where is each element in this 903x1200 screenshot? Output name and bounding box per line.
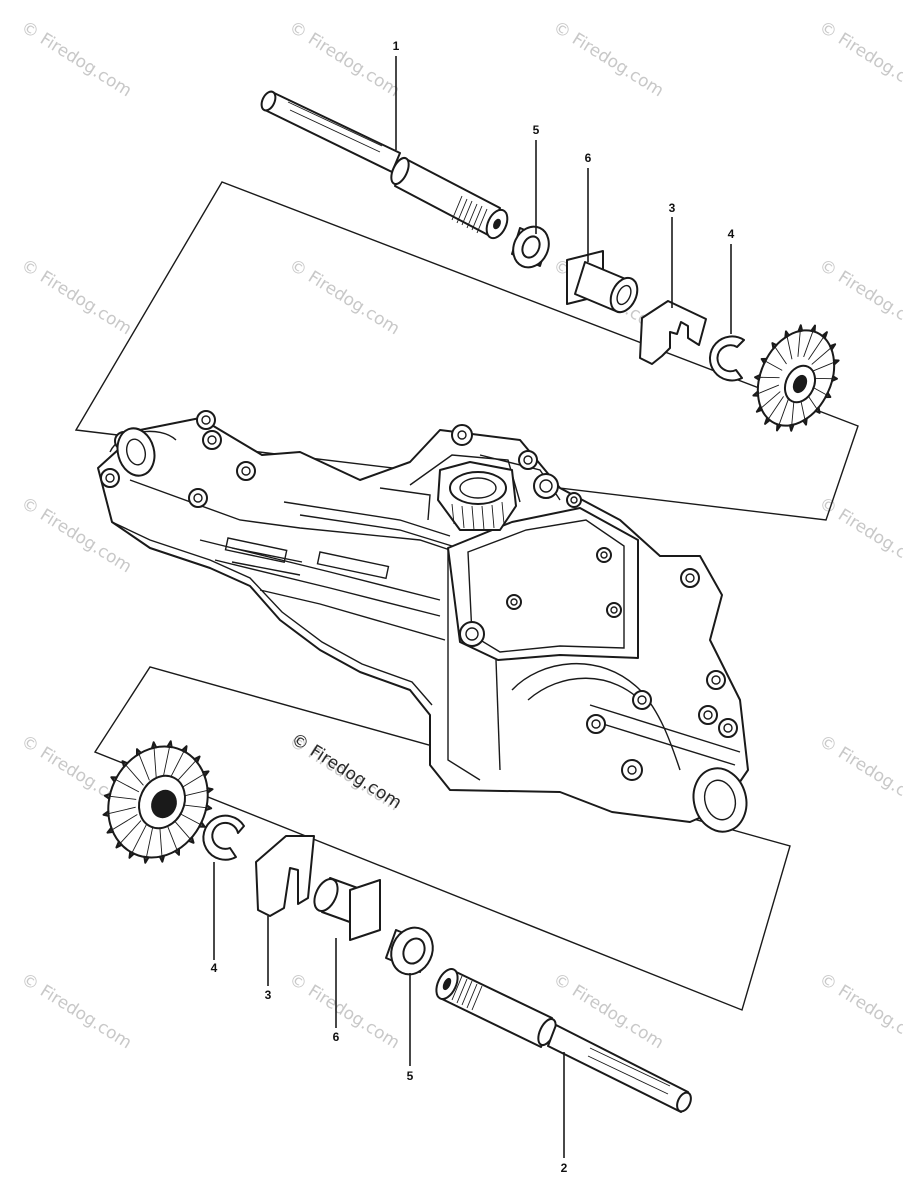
top-flanged-bushing <box>566 250 639 314</box>
gear-tooth-line <box>178 771 209 790</box>
watermark-text: © Firedog.com <box>17 17 135 101</box>
callout-bottom-bushing: 6 <box>333 1030 340 1044</box>
gear-tooth-line <box>811 343 836 365</box>
callout-bottom-clip: 3 <box>265 988 272 1002</box>
gear-tooth-line <box>772 342 787 365</box>
gear-tooth-line <box>116 820 142 848</box>
gear-tooth-line <box>107 814 138 833</box>
gear-tooth-line <box>144 826 154 863</box>
bottom-ring-bearing <box>385 926 434 976</box>
gear-tooth-line <box>785 331 793 360</box>
transaxle-housing <box>97 410 749 833</box>
gear-tooth-line <box>176 811 205 828</box>
watermark-text: © Firedog.com <box>815 255 903 339</box>
gear-tooth-line <box>136 749 150 781</box>
callout-top-clip: 3 <box>669 201 676 215</box>
callout-top-bushing: 6 <box>585 151 592 165</box>
bottom-retaining-clip <box>255 835 315 917</box>
gear-tooth-line <box>803 325 816 358</box>
callout-bottom-ring: 4 <box>211 961 218 975</box>
callout-leaders <box>213 56 732 1158</box>
bottom-snap-ring <box>202 814 245 861</box>
gear-tooth-line <box>790 399 795 431</box>
callout-top-ring: 4 <box>728 227 735 241</box>
housing-bolt-bosses <box>100 410 738 781</box>
watermark-text: © Firedog.com <box>285 255 403 339</box>
watermark-text: © Firedog.com <box>815 493 903 577</box>
upper-assembly-box <box>74 181 859 521</box>
gear-tooth-line <box>104 795 137 800</box>
watermark-text: © Firedog.com <box>815 731 903 815</box>
watermark-text: © Firedog.com <box>815 17 903 101</box>
gear-tooth-line <box>753 384 780 396</box>
top-splined-shaft <box>260 90 509 240</box>
bottom-bevel-gear <box>102 740 214 864</box>
gear-tooth-line <box>159 826 163 862</box>
gear-tooth-line <box>812 360 839 372</box>
gear-tooth-line <box>808 331 828 360</box>
watermark-text: © Firedog.com <box>549 17 667 101</box>
gear-tooth-line <box>103 806 136 816</box>
gear-tooth-line <box>162 741 172 778</box>
callout-bottom-bearing: 5 <box>407 1069 414 1083</box>
gear-tooth-line <box>169 745 187 780</box>
gear-tooth-line <box>761 358 783 371</box>
top-ring-bearing <box>511 225 550 269</box>
housing-axle-bore-right <box>692 767 748 833</box>
housing-axle-bore-left <box>116 427 156 477</box>
watermark-text: © Firedog.com <box>285 969 403 1053</box>
callout-bottom-shaft: 2 <box>561 1161 568 1175</box>
gear-tooth-line <box>764 396 784 425</box>
lower-assembly-box <box>93 666 791 1011</box>
callout-top-bearing: 5 <box>533 123 540 137</box>
bottom-flanged-bushing <box>313 877 381 941</box>
top-retaining-clip <box>639 300 707 365</box>
housing-gear-boss <box>437 461 517 531</box>
watermark-text: © Firedog.com <box>815 969 903 1053</box>
watermark-text: © Firedog.com <box>17 255 135 339</box>
gear-tooth-line <box>111 776 140 793</box>
watermark-text: © Firedog.com <box>285 17 403 101</box>
callout-numbers: 1 5 6 3 4 4 3 6 5 2 <box>211 39 735 1175</box>
gear-tooth-line <box>172 818 194 844</box>
gear-tooth-line <box>797 325 802 357</box>
center-watermark: © Firedog.com <box>287 729 405 813</box>
top-snap-ring <box>709 335 745 382</box>
gear-tooth-line <box>756 391 781 413</box>
watermark-text: © Firedog.com <box>17 969 135 1053</box>
top-bevel-gear <box>752 324 840 432</box>
gear-tooth-line <box>122 760 144 786</box>
gear-tooth-line <box>166 823 180 855</box>
gear-tooth-line <box>776 398 789 431</box>
bottom-splined-shaft <box>435 968 692 1113</box>
callout-top-shaft: 1 <box>393 39 400 53</box>
gear-tooth-line <box>129 824 147 859</box>
gear-tooth-line <box>153 742 157 778</box>
gear-tooth-line <box>174 756 200 784</box>
